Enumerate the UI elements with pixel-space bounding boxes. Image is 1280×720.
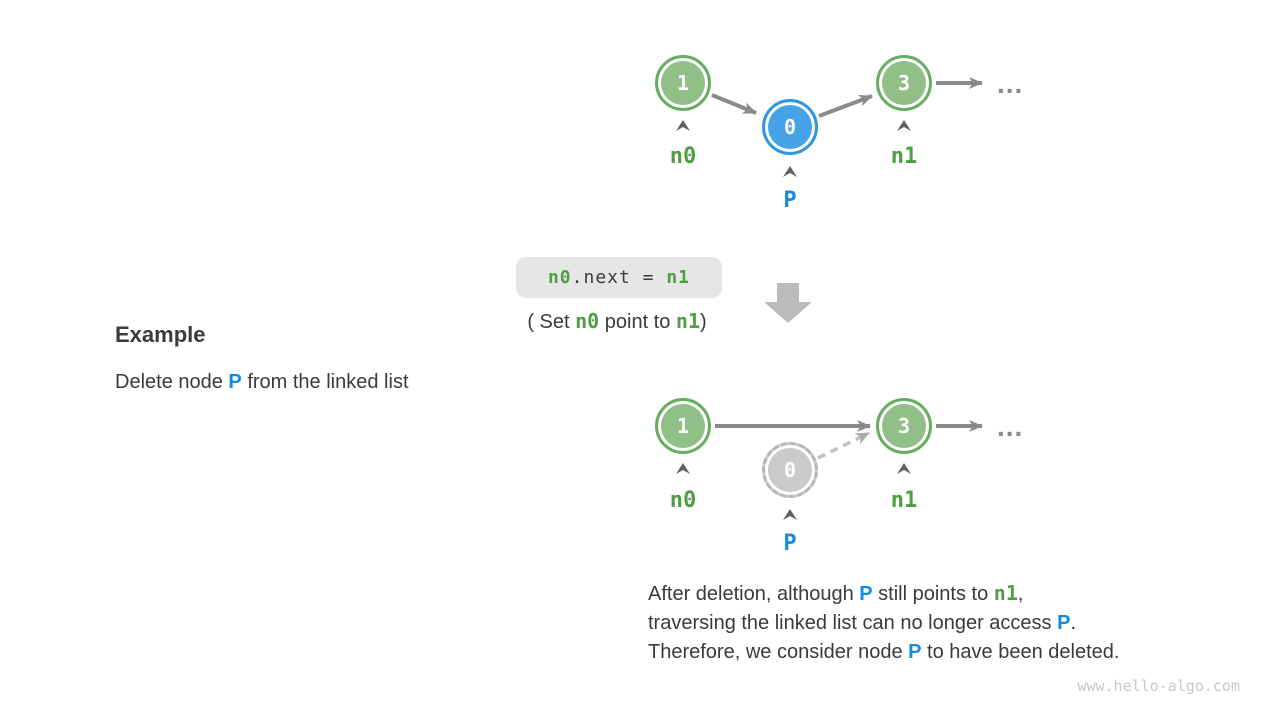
conclusion-line-1: After deletion, although P still points … xyxy=(648,579,1119,609)
subtitle-text: from the linked list xyxy=(241,371,409,393)
conclusion-text: After deletion, although xyxy=(648,583,860,605)
node-value-1-top: 1 xyxy=(655,55,711,111)
block-arrow-down-icon xyxy=(764,283,812,323)
caret-up-icon xyxy=(676,463,690,474)
example-subtitle: Delete node P from the linked list xyxy=(115,371,409,394)
arrow-p-to-n1 xyxy=(818,94,873,118)
caret-up-icon xyxy=(783,509,797,520)
code-n0: n0 xyxy=(547,266,572,288)
ellipsis-top: ... xyxy=(997,68,1024,99)
conclusion-p: P xyxy=(859,583,873,605)
conclusion-paragraph: After deletion, although P still points … xyxy=(648,579,1119,667)
ellipsis-bottom: ... xyxy=(997,411,1024,442)
arrow-deleted-p-to-n1-dashed xyxy=(817,431,870,460)
conclusion-line-3: Therefore, we consider node P to have be… xyxy=(648,638,1119,667)
pointer-label-p-bottom: P xyxy=(783,531,797,556)
node-value-0-top: 0 xyxy=(762,99,818,155)
arrow-n0-to-p xyxy=(711,93,757,115)
caption-n0: n0 xyxy=(575,309,600,333)
node-value-3-top: 3 xyxy=(876,55,932,111)
conclusion-n1: n1 xyxy=(993,581,1018,605)
caption-text: ) xyxy=(700,311,707,333)
subtitle-text: Delete node xyxy=(115,371,229,393)
node-value-0-deleted: 0 xyxy=(762,442,818,498)
pointer-label-n0-bottom: n0 xyxy=(669,488,697,513)
caret-up-icon xyxy=(783,166,797,177)
conclusion-text: , xyxy=(1017,583,1024,605)
conclusion-text: to have been deleted. xyxy=(921,641,1120,663)
pointer-label-n1-bottom: n1 xyxy=(890,488,918,513)
code-caption: ( Set n0 point to n1) xyxy=(527,309,706,334)
pointer-label-n0-top: n0 xyxy=(669,144,697,169)
caption-n1: n1 xyxy=(675,309,701,333)
subtitle-p: P xyxy=(228,371,242,393)
conclusion-text: Therefore, we consider node xyxy=(648,641,909,663)
conclusion-p: P xyxy=(1057,612,1071,634)
code-n1: n1 xyxy=(666,266,691,288)
caption-text: ( Set xyxy=(527,311,576,333)
conclusion-line-2: traversing the linked list can no longer… xyxy=(648,609,1119,638)
caret-up-icon xyxy=(897,120,911,131)
code-snippet: n0.next = n1 xyxy=(516,257,722,298)
caret-up-icon xyxy=(676,120,690,131)
node-value-1-bottom: 1 xyxy=(655,398,711,454)
caption-text: point to xyxy=(599,311,676,333)
watermark: www.hello-algo.com xyxy=(1077,677,1240,695)
caret-up-icon xyxy=(897,463,911,474)
pointer-label-n1-top: n1 xyxy=(890,144,918,169)
example-heading: Example xyxy=(115,322,206,347)
node-value-3-bottom: 3 xyxy=(876,398,932,454)
code-middle: .next = xyxy=(571,266,667,288)
conclusion-p: P xyxy=(908,641,922,663)
conclusion-text: . xyxy=(1070,612,1077,634)
pointer-label-p-top: P xyxy=(783,188,797,213)
conclusion-text: traversing the linked list can no longer… xyxy=(648,612,1058,634)
conclusion-text: still points to xyxy=(872,583,994,605)
